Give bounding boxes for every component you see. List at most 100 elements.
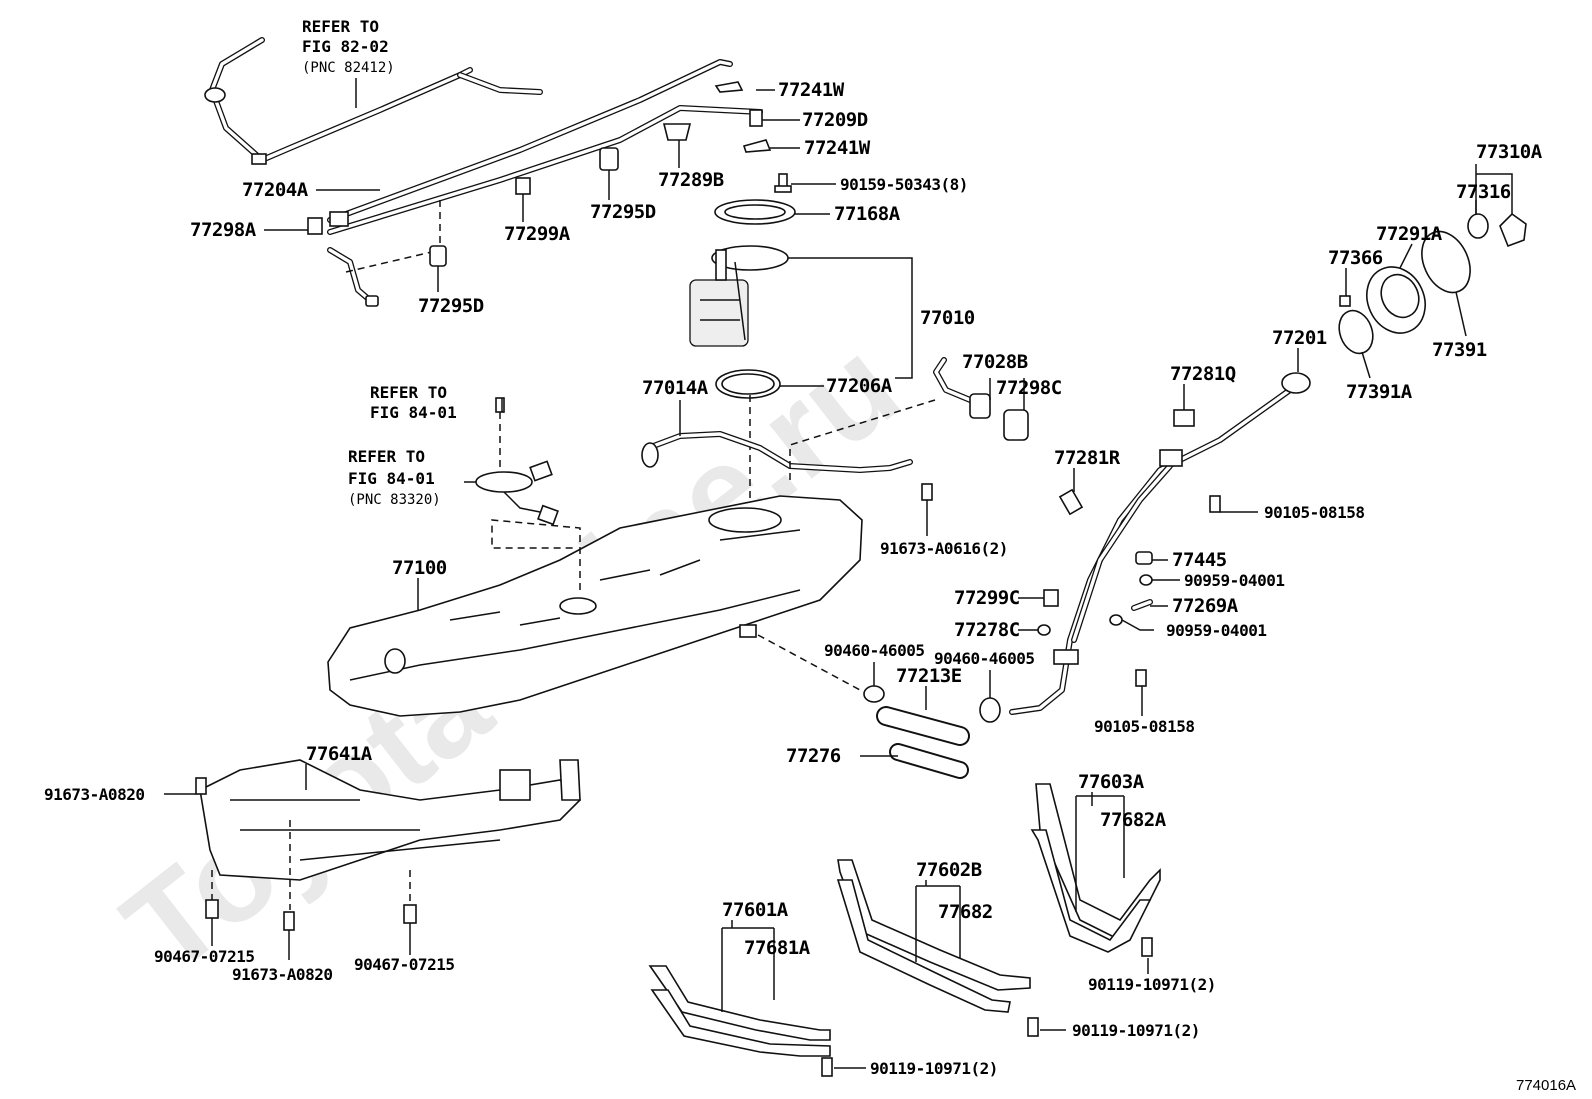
label-77010[interactable]: 77010 — [920, 307, 975, 329]
gasket-77206A[interactable] — [715, 369, 781, 399]
label-90467-07215-b[interactable]: 90467-07215 — [354, 955, 455, 974]
label-77206A[interactable]: 77206A — [826, 375, 893, 397]
bolt-90105-08158-b[interactable] — [1135, 669, 1147, 687]
label-77100[interactable]: 77100 — [392, 557, 447, 579]
label-77295D-b[interactable]: 77295D — [418, 295, 484, 317]
label-77281Q[interactable]: 77281Q — [1170, 363, 1236, 385]
clamp-90460-46005-a[interactable] — [863, 685, 885, 703]
label-77241W-top[interactable]: 77241W — [778, 79, 845, 101]
bolt-90159-50343[interactable] — [774, 173, 792, 193]
bolt-91673-A0820-a[interactable] — [195, 777, 207, 795]
label-77391A[interactable]: 77391A — [1346, 381, 1413, 403]
label-77299C[interactable]: 77299C — [954, 587, 1020, 609]
label-77291A[interactable]: 77291A — [1376, 223, 1443, 245]
label-77014A[interactable]: 77014A — [642, 377, 709, 399]
hose-77298C[interactable] — [1003, 409, 1029, 441]
clamp-77299A[interactable] — [515, 177, 531, 195]
fuel-sender-gauge[interactable] — [475, 460, 559, 526]
label-77601A[interactable]: 77601A — [722, 899, 789, 921]
sensor-77281Q[interactable] — [1173, 409, 1195, 427]
label-77278C[interactable]: 77278C — [954, 619, 1020, 641]
bolt-90119-10971-b[interactable] — [1027, 1017, 1039, 1037]
label-90460-46005-b[interactable]: 90460-46005 — [934, 649, 1035, 668]
hose-77276[interactable] — [889, 743, 969, 779]
label-90159-50343[interactable]: 90159-50343(8) — [840, 175, 968, 194]
label-90119-10971-c[interactable]: 90119-10971(2) — [870, 1059, 998, 1078]
clip-90959-04001-a[interactable] — [1139, 574, 1153, 586]
bolt-91673-A0820-b[interactable] — [283, 911, 295, 931]
label-77298A[interactable]: 77298A — [190, 219, 257, 241]
clip-90467-07215-a[interactable] — [205, 899, 219, 919]
bolt-refer-fig-84-01[interactable] — [495, 397, 505, 470]
label-77201[interactable]: 77201 — [1272, 327, 1327, 349]
label-77681A[interactable]: 77681A — [744, 937, 811, 959]
bracket-77299C[interactable] — [1043, 589, 1059, 607]
bolt-90119-10971-a[interactable] — [1141, 937, 1153, 957]
fuel-pump-assembly-77010[interactable] — [689, 245, 789, 347]
cushion-77295D-a[interactable] — [599, 147, 619, 171]
label-77298C[interactable]: 77298C — [996, 377, 1062, 399]
label-77276[interactable]: 77276 — [786, 745, 841, 767]
hose-77269A[interactable] — [1131, 599, 1153, 611]
label-77295D-a[interactable]: 77295D — [590, 201, 656, 223]
protector-77641A[interactable] — [199, 759, 582, 881]
bolt-91673-A0616[interactable] — [921, 483, 933, 501]
label-77281R[interactable]: 77281R — [1054, 447, 1121, 469]
label-90460-46005-a[interactable]: 90460-46005 — [824, 641, 925, 660]
clip-77209D[interactable] — [749, 109, 763, 127]
label-77682A[interactable]: 77682A — [1100, 809, 1167, 831]
label-77391[interactable]: 77391 — [1432, 339, 1487, 361]
label-77641A[interactable]: 77641A — [306, 743, 373, 765]
label-77204A[interactable]: 77204A — [242, 179, 309, 201]
strap-77602B[interactable] — [836, 859, 1031, 1013]
label-77366[interactable]: 77366 — [1328, 247, 1383, 269]
label-90959-04001-b[interactable]: 90959-04001 — [1166, 621, 1267, 640]
label-77168A[interactable]: 77168A — [834, 203, 901, 225]
label-90959-04001-a[interactable]: 90959-04001 — [1184, 571, 1285, 590]
label-77213E[interactable]: 77213E — [896, 665, 962, 687]
filler-pipe-77201[interactable] — [1009, 372, 1311, 715]
hose-77213E[interactable] — [876, 706, 970, 746]
hose-77445[interactable] — [1135, 551, 1153, 565]
strap-77603A[interactable] — [1030, 783, 1161, 953]
gasket-77391[interactable] — [1413, 224, 1480, 301]
hose-77014A[interactable] — [641, 431, 913, 473]
label-90119-10971-a[interactable]: 90119-10971(2) — [1088, 975, 1216, 994]
label-77209D[interactable]: 77209D — [802, 109, 868, 131]
cushion-77295D-b[interactable] — [429, 245, 447, 267]
bolt-90119-10971-c[interactable] — [821, 1057, 833, 1077]
label-77682[interactable]: 77682 — [938, 901, 993, 923]
label-77316[interactable]: 77316 — [1456, 181, 1511, 203]
gasket-77391A[interactable] — [1333, 306, 1378, 358]
tube-77028B[interactable] — [933, 357, 991, 419]
bracket-77281R[interactable] — [1058, 488, 1084, 516]
strap-77601A[interactable] — [648, 965, 831, 1057]
label-77445[interactable]: 77445 — [1172, 549, 1227, 571]
fuel-tank-77100[interactable] — [327, 495, 863, 717]
fuel-tube-assembly-77204A[interactable] — [204, 37, 763, 307]
label-77299A[interactable]: 77299A — [504, 223, 571, 245]
label-91673-A0820-b[interactable]: 91673-A0820 — [232, 965, 333, 984]
label-91673-A0820-a[interactable]: 91673-A0820 — [44, 785, 145, 804]
label-77269A[interactable]: 77269A — [1172, 595, 1239, 617]
clip-90467-07215-b[interactable] — [403, 904, 417, 924]
filler-neck-77291A[interactable] — [1356, 257, 1435, 342]
clip-77241W-top[interactable] — [714, 81, 744, 93]
label-90105-08158-b[interactable]: 90105-08158 — [1094, 717, 1195, 736]
clamp-77289B[interactable] — [662, 123, 692, 141]
label-90119-10971-b[interactable]: 90119-10971(2) — [1072, 1021, 1200, 1040]
bracket-77366[interactable] — [1339, 295, 1351, 307]
clamp-90460-46005-b[interactable] — [979, 697, 1001, 723]
label-77602B[interactable]: 77602B — [916, 859, 982, 881]
label-90467-07215-a[interactable]: 90467-07215 — [154, 947, 255, 966]
label-77028B[interactable]: 77028B — [962, 351, 1028, 373]
label-77241W-mid[interactable]: 77241W — [804, 137, 871, 159]
cap-77310A[interactable] — [1499, 212, 1527, 248]
label-77310A[interactable]: 77310A — [1476, 141, 1543, 163]
label-90105-08158-a[interactable]: 90105-08158 — [1264, 503, 1365, 522]
label-91673-A0616[interactable]: 91673-A0616(2) — [880, 539, 1008, 558]
clip-77241W-mid[interactable] — [742, 139, 772, 153]
label-77603A[interactable]: 77603A — [1078, 771, 1145, 793]
label-77289B[interactable]: 77289B — [658, 169, 724, 191]
gasket-77168A[interactable] — [714, 199, 796, 225]
